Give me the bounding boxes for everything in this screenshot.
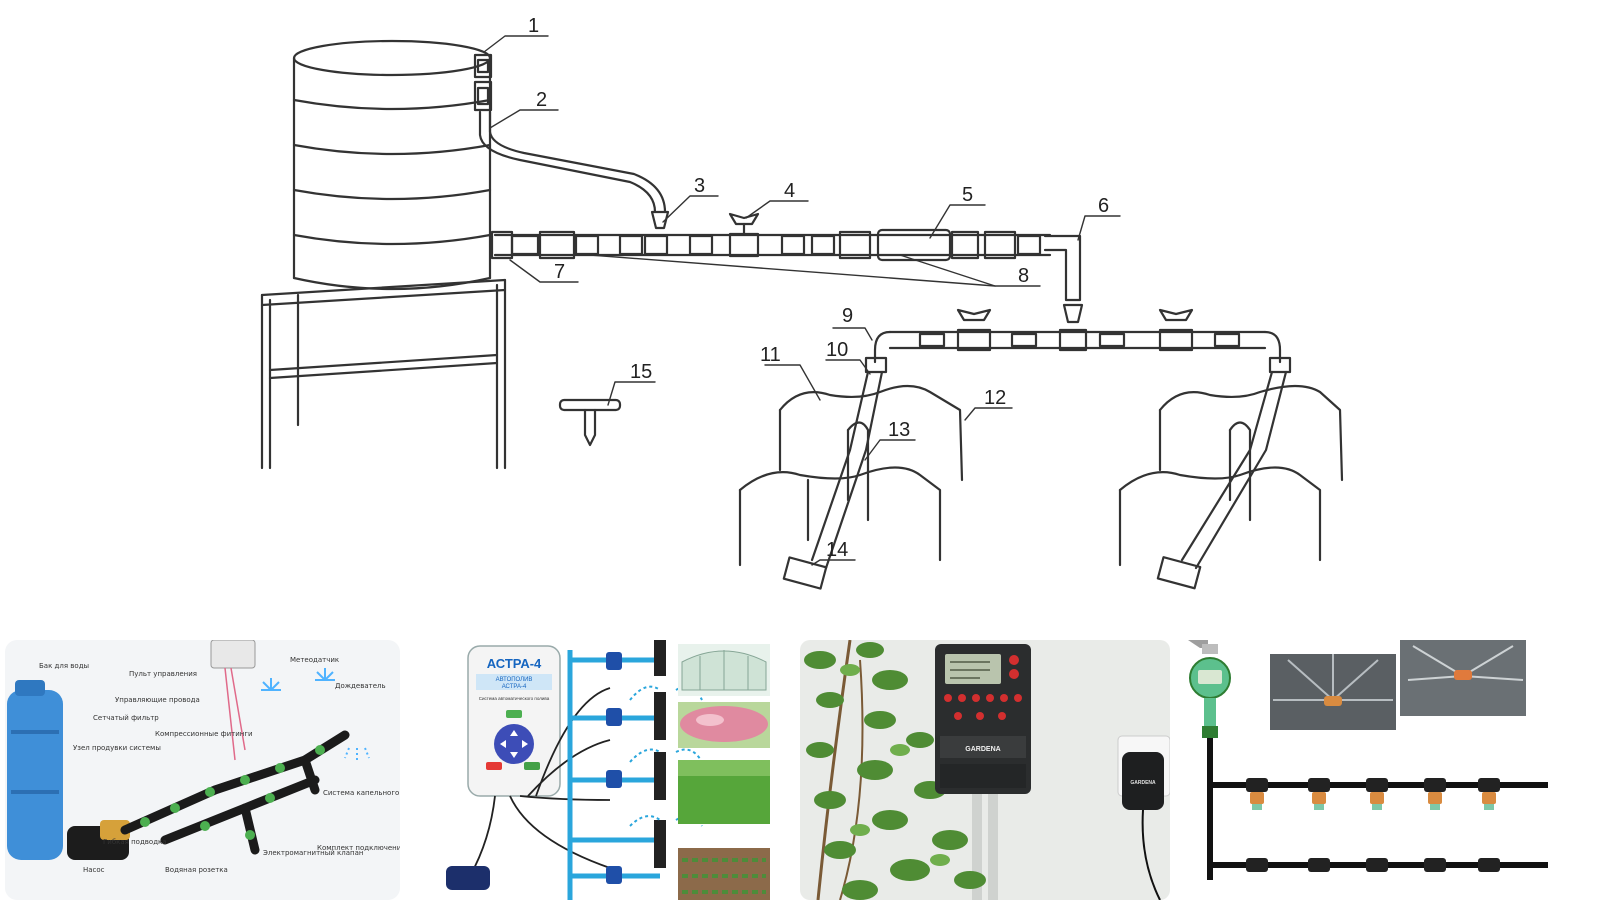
- astra-device: АСТРА-4 АВТОПОЛИВ АСТРА-4 Система автома…: [467, 645, 561, 797]
- callout-4: 4: [784, 180, 795, 202]
- dripper-stakes-right: [1118, 370, 1344, 590]
- label-mesh-filter: Сетчатый фильтр: [93, 714, 159, 722]
- callout-5: 5: [962, 184, 973, 206]
- float-valve: [473, 53, 493, 112]
- callout-13: 13: [888, 419, 910, 441]
- main-pipe: [490, 228, 1052, 262]
- blue-tank: [7, 680, 63, 860]
- label-meteo: Метеодатчик: [290, 656, 339, 664]
- gardena-controller: GARDENA: [935, 644, 1031, 794]
- label-pump: Насос: [83, 866, 105, 874]
- device-title: АСТРА-4: [487, 656, 542, 671]
- fittings: [140, 745, 325, 840]
- elbow-pipe: [1043, 234, 1082, 302]
- label-remote: Пульт управления: [129, 670, 197, 678]
- device-sub2: АСТРА-4: [502, 684, 527, 690]
- callout-10: 10: [826, 339, 848, 361]
- lawn-photo: [678, 760, 770, 824]
- callout-2: 2: [536, 89, 547, 111]
- mist-photo-1: [1270, 654, 1396, 730]
- controller-box: [210, 640, 256, 669]
- panel-tap-timer-misting: [1178, 640, 1548, 900]
- device-desc: Система автоматического полива: [479, 696, 550, 701]
- callout-8: 8: [1018, 265, 1029, 287]
- greenhouse-photo: [678, 644, 770, 696]
- gardena-brand-adapter: GARDENA: [1130, 780, 1156, 786]
- label-flex-hose: Гибкая подводка: [103, 838, 167, 846]
- sprinkler-icons: [261, 668, 370, 760]
- panel-astra-controller: АСТРА-4 АВТОПОЛИВ АСТРА-4 Система автома…: [410, 640, 790, 900]
- sprinkler-heads: [654, 640, 666, 868]
- mist-photo-2: [1400, 640, 1526, 716]
- label-purge: Узел продувки системы: [73, 744, 161, 752]
- pump-unit: [446, 866, 490, 890]
- callout-6: 6: [1098, 195, 1109, 217]
- label-drip-system: Система капельного полива: [323, 789, 400, 797]
- label-compression: Компрессионные фитинги: [155, 730, 253, 738]
- tap-timer: [1188, 640, 1231, 738]
- panel-system-scheme: Бак для воды Пульт управления Метеодатчи…: [5, 640, 400, 900]
- pipe-network: [120, 730, 350, 855]
- solenoid-valves: [606, 652, 622, 884]
- panel-gardena-controller: GARDENA GARDENA: [800, 640, 1170, 900]
- label-control-wires: Управляющие провода: [115, 696, 200, 704]
- callout-12: 12: [984, 387, 1006, 409]
- label-valve: Электромагнитный клапан: [263, 849, 363, 857]
- irrigation-assembly-diagram: 1 2 3 4 5 6 7 8 9 10 11 12 13 14 15: [260, 15, 1344, 590]
- device-sub1: АВТОПОЛИВ: [496, 677, 533, 683]
- water-tank: [292, 39, 492, 291]
- tank-stand: [260, 278, 507, 470]
- power-adapter: GARDENA: [1117, 735, 1170, 900]
- gardena-brand-controller: GARDENA: [965, 746, 1000, 753]
- pump: [67, 820, 130, 860]
- callout-3: 3: [694, 175, 705, 197]
- flowerbed-photo: [678, 702, 770, 748]
- shutoff-valve: [728, 212, 760, 236]
- callout-1: 1: [528, 15, 539, 37]
- distribution-pipe: [864, 308, 1292, 374]
- callout-14: 14: [826, 539, 848, 561]
- vegetable-bed-photo: [678, 848, 770, 900]
- valve-key-tool: [558, 398, 622, 447]
- mist-nozzles: [1246, 778, 1500, 872]
- callout-15: 15: [630, 361, 652, 383]
- callout-leaders: [483, 35, 1121, 566]
- overflow-hose: [478, 110, 657, 214]
- label-water-socket: Водяная розетка: [165, 866, 228, 874]
- callout-7: 7: [554, 261, 565, 283]
- dripper-stakes-left: [738, 370, 964, 590]
- label-tank: Бак для воды: [39, 662, 89, 670]
- label-sprinkler: Дождеватель: [335, 682, 386, 690]
- label-drip-kit: Комплект подключения капельного полива: [317, 844, 400, 852]
- climbing-plant: [804, 640, 986, 900]
- callout-9: 9: [842, 305, 853, 327]
- callout-11: 11: [760, 344, 781, 366]
